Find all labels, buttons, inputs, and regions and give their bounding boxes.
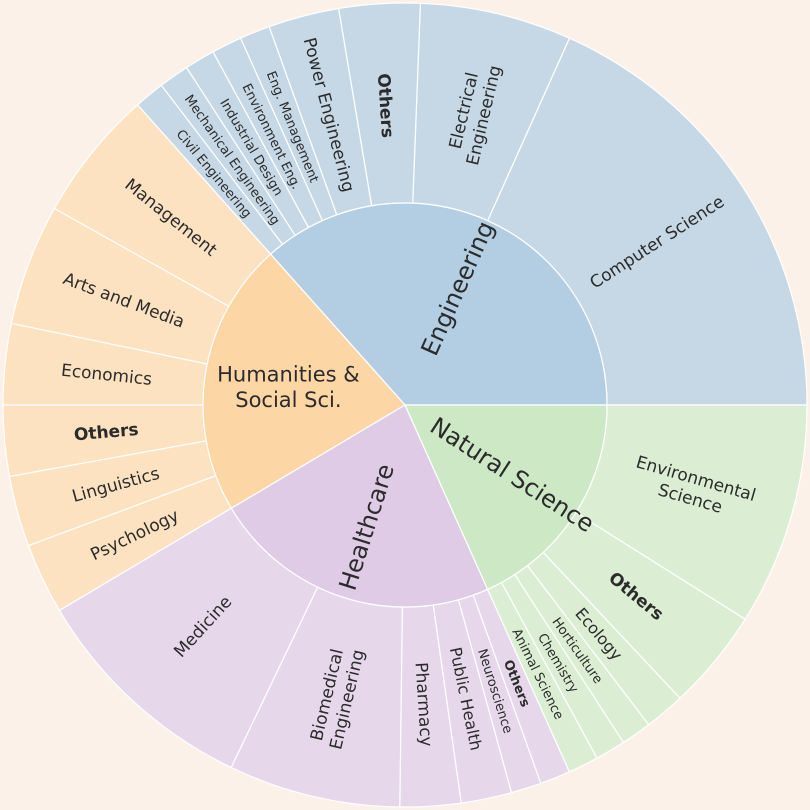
segment-engineering[interactable] xyxy=(269,202,608,406)
label-engineering-others: Others xyxy=(373,73,397,139)
inner-ring xyxy=(202,202,608,608)
segment-humanities-and-social-sci[interactable] xyxy=(202,253,406,510)
segment-natural-science[interactable] xyxy=(404,404,608,591)
segment-healthcare[interactable] xyxy=(230,404,489,608)
label-humanities-and-social-sci: Humanities &Social Sci. xyxy=(217,363,360,413)
